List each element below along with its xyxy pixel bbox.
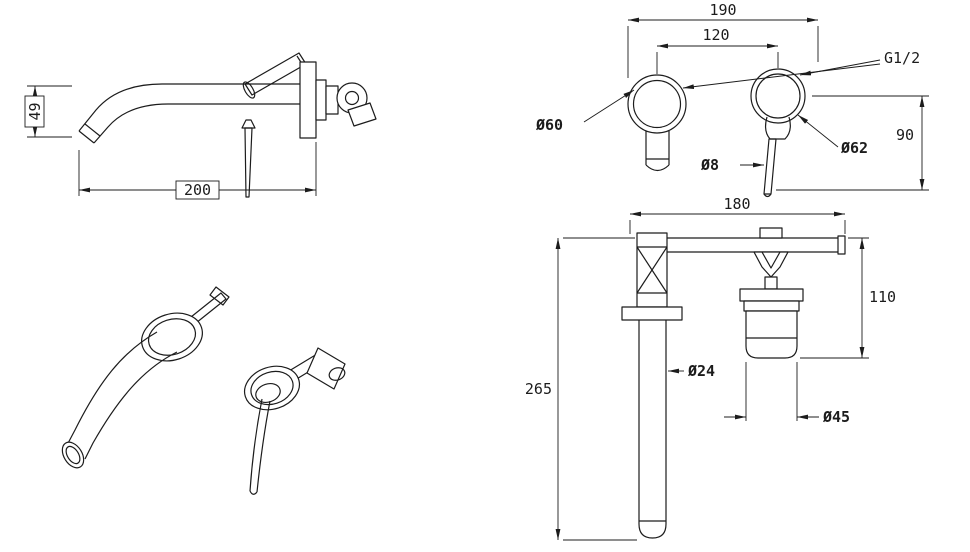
iso-spout [61,331,178,469]
dimension-dia-45: Ø45 [724,362,850,426]
side-lever [241,119,256,198]
label-dia-8: Ø8 [700,156,719,174]
dimension-spout-drop: 49 [24,85,72,138]
rough-body-bar [667,235,846,255]
rough-inlet-tube [638,320,667,539]
dimension-body-width: 180 [629,195,846,234]
callout-dia-62: Ø62 [797,114,868,157]
rough-spout-elbow [621,232,683,321]
iso-handle-escutcheon [243,347,346,411]
label-dia-45: Ø45 [822,408,850,426]
dimension-overall-width: 190 [627,1,819,78]
label-g12-thread: G1/2 [884,49,920,67]
dim-label-190: 190 [709,1,736,19]
dimension-cartridge-height: 110 [800,237,896,359]
dim-label-49: 49 [26,102,44,120]
dim-label-200: 200 [184,181,211,199]
dimension-center-spacing: 120 [656,26,779,74]
label-dia-60: Ø60 [535,116,563,134]
side-wall-plate [299,61,317,139]
front-lever [763,116,791,198]
dim-label-110: 110 [869,288,896,306]
iso-spout-escutcheon [141,312,203,362]
side-view: 49 200 [24,52,377,200]
dim-label-180: 180 [723,195,750,213]
dimension-front-height: 90 [776,95,929,191]
side-handle [242,52,307,99]
side-union-assembly [315,79,377,127]
rough-cartridge [739,227,804,359]
front-handle-escutcheon [750,68,806,124]
front-spout-nose [645,131,670,172]
front-view: 190 120 G1/2 Ø60 Ø62 Ø8 [535,1,929,198]
rough-in-view: 180 110 265 Ø24 Ø45 [525,195,896,541]
callout-dia-24: Ø24 [668,362,715,380]
dim-label-265: 265 [525,380,552,398]
callout-thread-size: G1/2 [682,49,920,90]
callout-dia-60: Ø60 [535,89,635,134]
front-spout-escutcheon [627,74,687,134]
label-dia-62: Ø62 [840,139,868,157]
label-dia-24: Ø24 [687,362,715,380]
dim-label-90: 90 [896,126,914,144]
dim-label-120: 120 [702,26,729,44]
side-spout [78,83,303,144]
dimension-tube-length: 265 [525,237,637,541]
callout-dia-8: Ø8 [700,156,764,174]
iso-lever [249,398,271,495]
isometric-view [61,286,346,495]
dimension-spout-reach: 200 [78,142,317,200]
